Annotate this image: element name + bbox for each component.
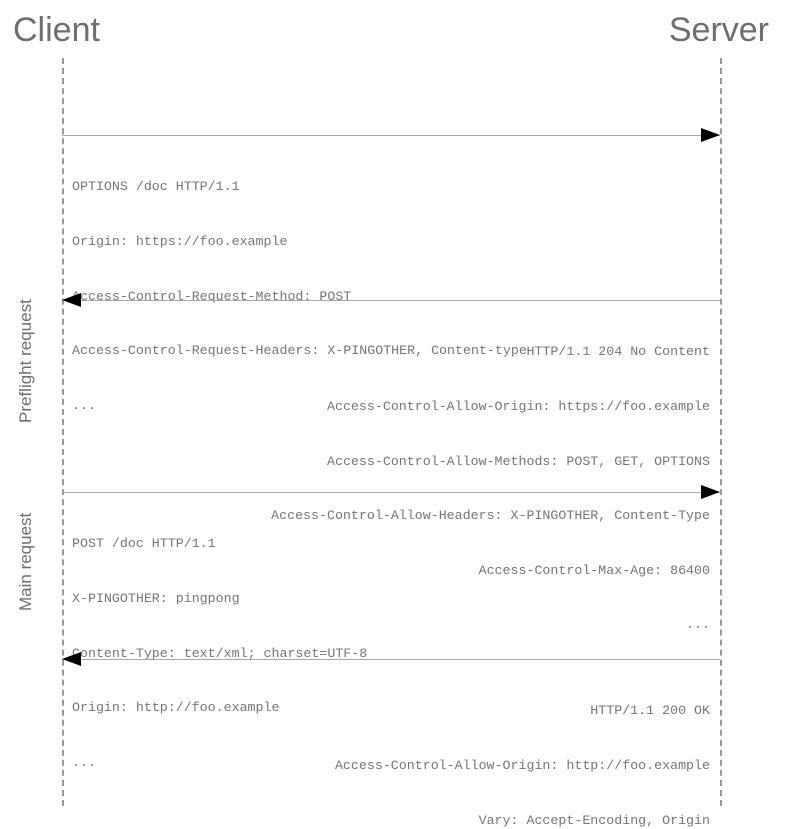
http-line: Access-Control-Allow-Origin: http://foo.… <box>334 758 710 774</box>
http-line: Vary: Accept-Encoding, Origin <box>478 812 710 828</box>
http-line: HTTP/1.1 200 OK <box>590 703 710 719</box>
actor-label-client: Client <box>13 11 100 49</box>
lifeline-server <box>720 58 722 806</box>
http-block-main-response: HTTP/1.1 200 OK Access-Control-Allow-Ori… <box>62 666 710 829</box>
http-line: HTTP/1.1 204 No Content <box>526 344 710 360</box>
http-line: ... <box>686 617 710 633</box>
http-line: Access-Control-Request-Headers: X-PINGOT… <box>72 343 527 359</box>
http-line: Access-Control-Allow-Methods: POST, GET,… <box>326 453 710 469</box>
http-line: ... <box>72 754 96 770</box>
phase-label-preflight-request: Preflight request <box>16 299 35 423</box>
http-line: Origin: https://foo.example <box>72 234 288 250</box>
arrowhead-left-icon <box>62 652 81 666</box>
message-line <box>62 659 720 660</box>
http-line: OPTIONS /doc HTTP/1.1 <box>72 179 240 195</box>
http-line: Access-Control-Request-Method: POST <box>72 288 352 304</box>
message-line <box>62 492 720 493</box>
http-line: POST /doc HTTP/1.1 <box>72 536 216 552</box>
http-line: Content-Type: text/xml; charset=UTF-8 <box>72 645 368 661</box>
phase-label-main-request: Main request <box>16 512 35 611</box>
actor-label-server: Server <box>668 11 769 49</box>
arrowhead-right-icon <box>701 485 720 499</box>
message-line <box>62 300 720 301</box>
http-block-preflight-request: OPTIONS /doc HTTP/1.1 Origin: https://fo… <box>72 142 527 451</box>
http-line: Access-Control-Allow-Origin: https://foo… <box>326 399 710 415</box>
http-line: X-PINGOTHER: pingpong <box>72 591 240 607</box>
arrowhead-left-icon <box>62 293 81 307</box>
arrowhead-right-icon <box>701 128 720 142</box>
http-line: Access-Control-Allow-Headers: X-PINGOTHE… <box>271 508 710 524</box>
http-line: Access-Control-Max-Age: 86400 <box>478 562 710 578</box>
message-line <box>62 135 720 136</box>
http-line: ... <box>72 397 96 413</box>
http-line: Origin: http://foo.example <box>72 700 280 716</box>
http-block-main-request: POST /doc HTTP/1.1 X-PINGOTHER: pingpong… <box>72 499 367 808</box>
lifeline-client <box>62 58 64 806</box>
http-block-preflight-response: HTTP/1.1 204 No Content Access-Control-A… <box>62 307 710 671</box>
